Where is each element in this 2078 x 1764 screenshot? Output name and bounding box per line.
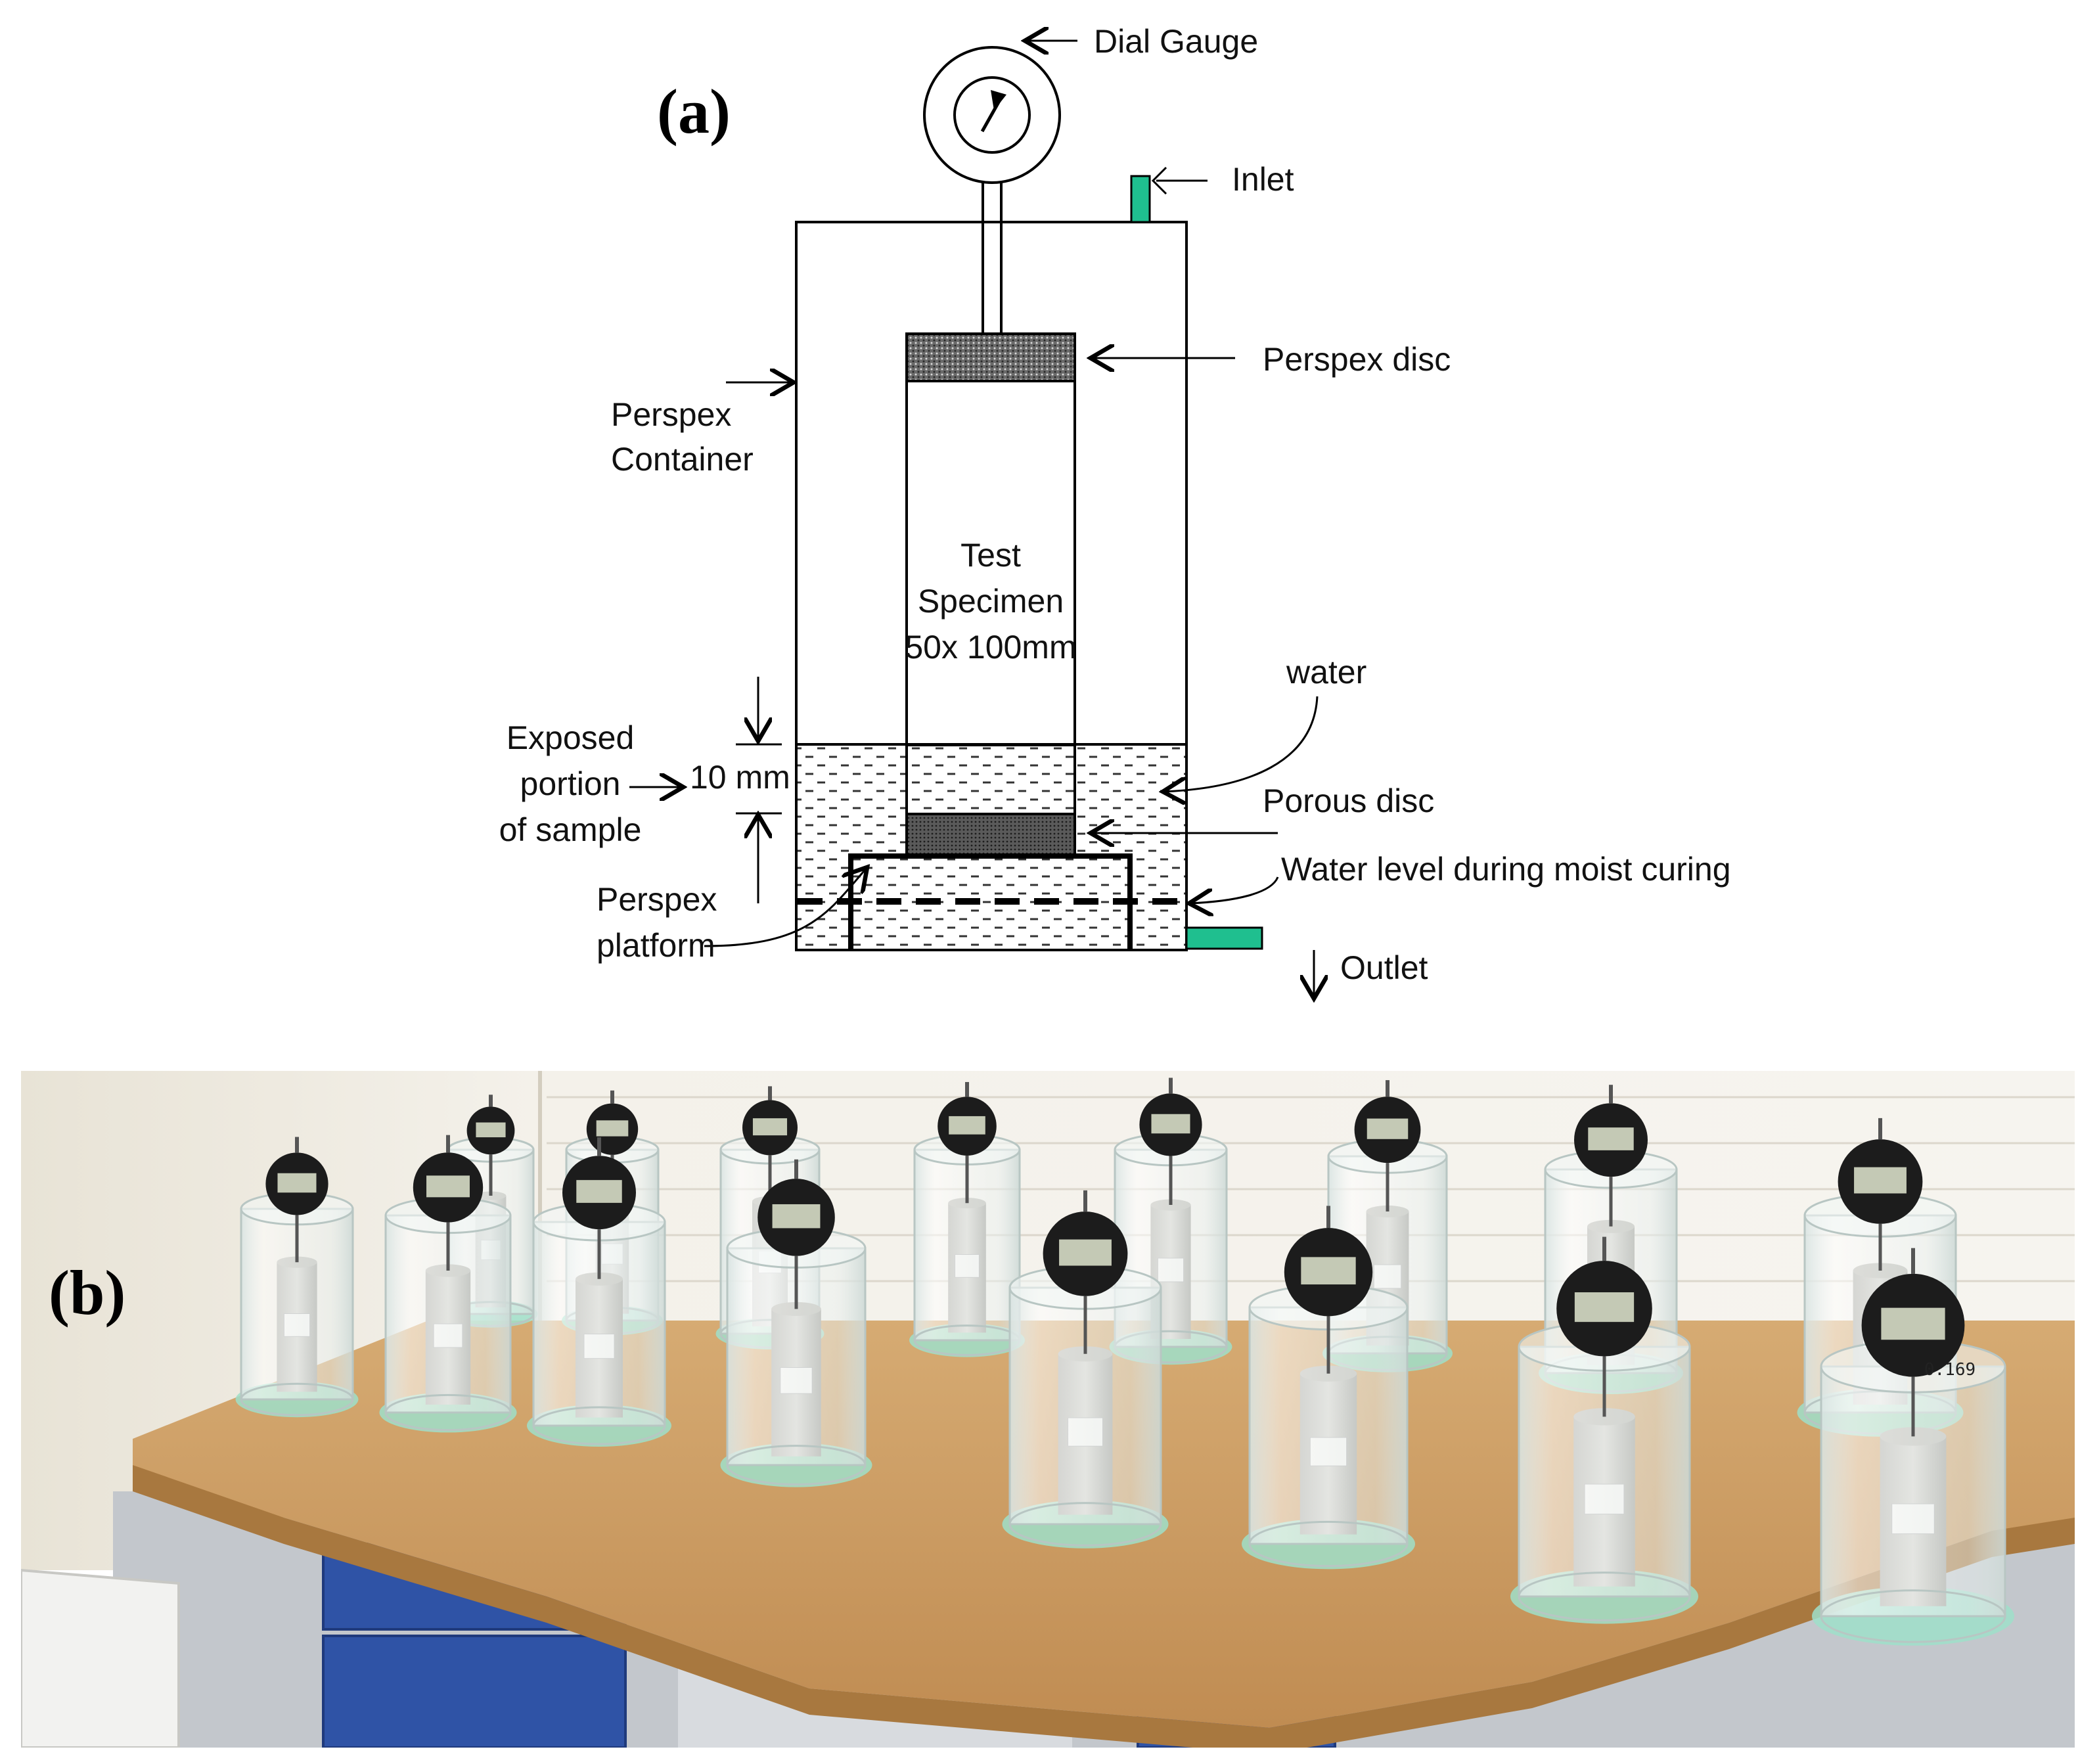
device-11 xyxy=(720,1159,872,1487)
drawer-2 xyxy=(322,1635,627,1748)
outlet-pipe xyxy=(1185,926,1263,950)
panel-a-label: (a) xyxy=(657,76,731,147)
label-perspex-disc: Perspex disc xyxy=(1263,341,1451,378)
label-outlet: Outlet xyxy=(1340,949,1428,986)
lab-photograph: 0.169 xyxy=(21,1071,2075,1748)
gauge-screen xyxy=(949,1116,985,1135)
label-dial-gauge: Dial Gauge xyxy=(1094,23,1258,60)
gauge-screen xyxy=(1574,1292,1635,1323)
label-water-level: Water level during moist curing xyxy=(1281,851,1731,888)
foreground-shelf xyxy=(21,1568,180,1748)
gauge-screen xyxy=(1059,1239,1112,1266)
gauge-screen xyxy=(426,1175,470,1198)
perspex-disc xyxy=(905,332,1076,382)
label-inlet: Inlet xyxy=(1232,161,1294,198)
device-15 xyxy=(1510,1236,1698,1624)
test-setup-schematic: Dial Gauge Inlet Perspex disc Perspex Co… xyxy=(499,23,1731,1025)
gauge-reading: 0.169 xyxy=(1924,1360,1976,1380)
gauge-screen xyxy=(1854,1167,1907,1194)
device-4 xyxy=(909,1081,1025,1357)
label-exposed-1: Exposed xyxy=(507,719,635,756)
gauge-screen xyxy=(596,1120,629,1137)
device-14 xyxy=(1242,1206,1415,1570)
bench-edge xyxy=(133,1465,2075,1748)
label-perspex-container-1: Perspex xyxy=(611,396,731,433)
inlet-pipe xyxy=(1130,175,1151,223)
perspex-container xyxy=(795,221,1188,951)
gauge-screen xyxy=(277,1173,317,1193)
device-16 xyxy=(1812,1248,2014,1646)
label-perspex-container-2: Container xyxy=(611,441,754,478)
label-exposed-3: of sample xyxy=(499,811,642,848)
gauge-screen xyxy=(772,1204,821,1229)
label-test-specimen-2: Specimen xyxy=(918,583,1064,620)
porous-disc xyxy=(905,813,1076,857)
label-porous-disc: Porous disc xyxy=(1263,782,1434,819)
gauge-screen xyxy=(1881,1307,1945,1340)
gauge-screen xyxy=(1588,1127,1634,1150)
label-water: water xyxy=(1286,654,1367,690)
gauge-screen xyxy=(752,1118,788,1136)
test-devices xyxy=(235,1077,2014,1646)
gauge-screen xyxy=(476,1122,506,1138)
device-13 xyxy=(1002,1190,1169,1549)
label-10mm: 10 mm xyxy=(690,759,790,796)
label-test-specimen-3: 50x 100mm xyxy=(905,629,1076,666)
gauge-screen xyxy=(1301,1257,1356,1285)
device-8 xyxy=(235,1137,359,1418)
dial-gauge xyxy=(923,46,1061,184)
gauge-screen xyxy=(1367,1118,1409,1139)
device-10 xyxy=(527,1137,671,1447)
gauge-screen xyxy=(576,1180,622,1203)
panel-b-label: (b) xyxy=(49,1257,126,1328)
label-test-specimen-1: Test xyxy=(960,537,1021,574)
label-exposed-2: portion xyxy=(520,765,621,802)
label-perspex-platform-1: Perspex xyxy=(597,881,717,918)
device-9 xyxy=(379,1135,517,1433)
gauge-screen xyxy=(1151,1114,1190,1134)
label-perspex-platform-2: platform xyxy=(597,927,715,964)
